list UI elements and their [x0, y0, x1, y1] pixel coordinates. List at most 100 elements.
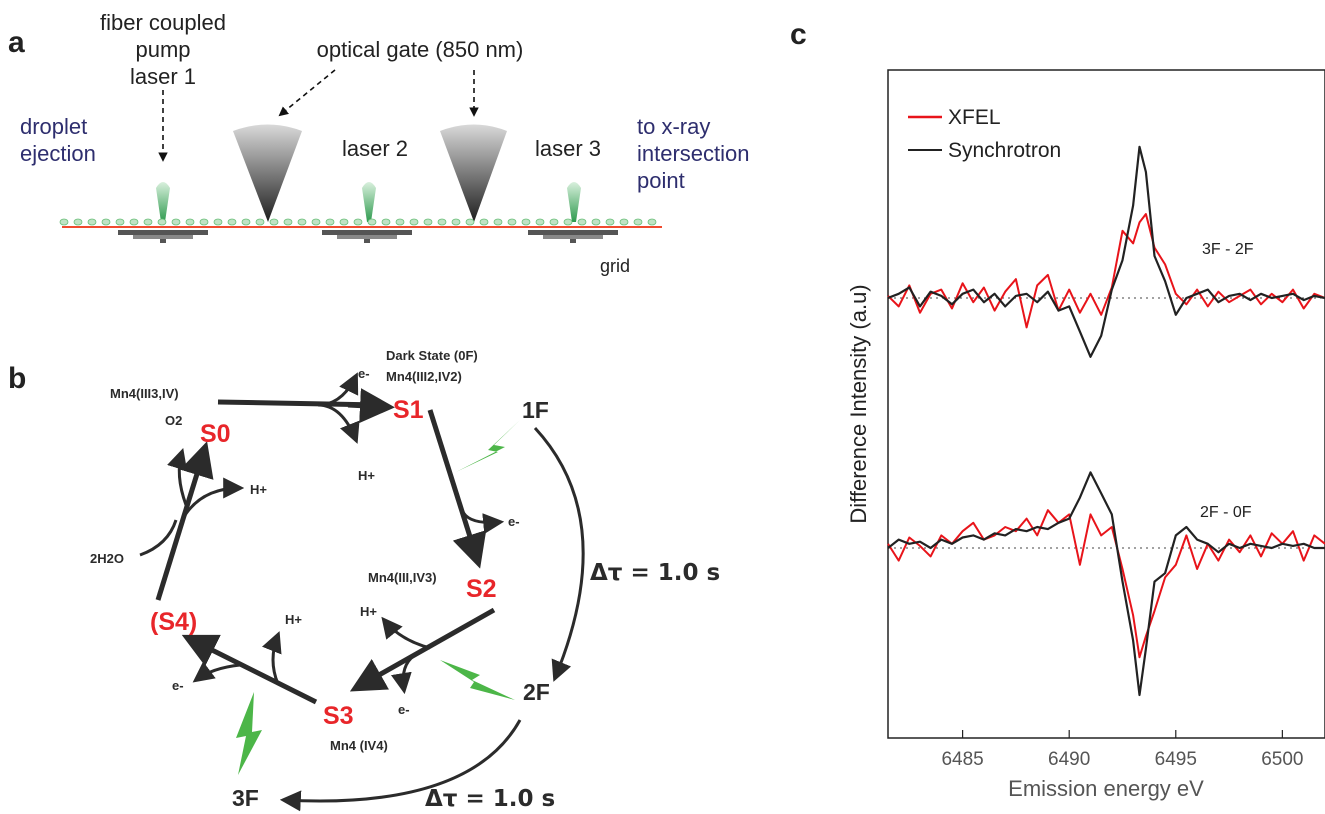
arrow-s4-s0-proton	[180, 477, 245, 521]
xray-label-line2: intersection	[637, 141, 750, 166]
arrow-s1-s2-electron	[460, 509, 505, 535]
droplet	[227, 218, 237, 226]
droplet	[633, 218, 643, 226]
flash-bolt-1	[456, 420, 520, 472]
droplet	[255, 218, 265, 226]
grid-holder-3	[528, 230, 618, 243]
droplet	[73, 218, 83, 226]
water-label: 2H2O	[90, 551, 124, 566]
droplet-label-line1: droplet	[20, 114, 87, 139]
gate-dashed-arrow-left	[278, 69, 336, 117]
grid-label: grid	[600, 256, 630, 276]
droplet	[101, 218, 111, 226]
trace-label-2f-0f: 2F - 0F	[1200, 504, 1252, 521]
arrow-s2-s3	[349, 607, 496, 692]
electron-label-s1-s2: e-	[508, 514, 520, 529]
droplet	[437, 218, 447, 226]
arrow-s0-s1-head	[347, 388, 395, 424]
droplet	[549, 218, 559, 226]
arrow-s4-s0	[155, 441, 214, 601]
proton-label-s3-s4: H+	[285, 612, 302, 627]
droplet-label-line2: ejection	[20, 141, 96, 166]
droplet	[129, 218, 139, 226]
droplet	[381, 218, 391, 226]
pump-laser-1	[156, 182, 170, 222]
series-synchrotron-trace-1	[887, 145, 1325, 358]
mn-s3-label: Mn4 (IV4)	[330, 738, 388, 753]
arrow-s0-s1-proton	[317, 403, 360, 444]
droplet	[367, 218, 377, 226]
pump-label-line1: fiber coupled	[100, 10, 226, 35]
droplet	[423, 218, 433, 226]
electron-label-s3-s4: e-	[172, 678, 184, 693]
droplet	[605, 218, 615, 226]
droplet	[171, 218, 181, 226]
state-s2: S2	[466, 575, 497, 603]
droplet	[479, 218, 489, 226]
droplet	[269, 218, 279, 226]
droplet	[465, 218, 475, 226]
arrow-s0-s1-electron	[317, 372, 359, 407]
droplet	[493, 218, 503, 226]
arrow-s3-s4-proton	[262, 631, 282, 685]
mn-s1-label: Mn4(III2,IV2)	[386, 369, 462, 384]
delay-label-2: Δτ = 1.0 s	[425, 786, 555, 812]
droplet	[157, 218, 167, 226]
grid-holder-1	[118, 230, 208, 243]
droplet	[409, 218, 419, 226]
proton-label-s2-s3: H+	[360, 604, 377, 619]
pump-label-line3: laser 1	[130, 64, 196, 89]
droplet	[241, 218, 251, 226]
droplet	[311, 218, 321, 226]
y-axis-label: Difference Intensity (a.u)	[846, 284, 871, 523]
trace-label-3f-2f: 3F - 2F	[1202, 241, 1254, 258]
droplet	[507, 218, 517, 226]
droplet	[283, 218, 293, 226]
droplet	[577, 218, 587, 226]
droplet	[591, 218, 601, 226]
droplet	[535, 218, 545, 226]
laser3-label: laser 3	[535, 136, 601, 161]
series-xfel-trace-2	[887, 509, 1325, 659]
panel-label-c: c	[790, 18, 807, 51]
droplet	[185, 218, 195, 226]
arrow-s2-s3-proton	[381, 616, 431, 650]
optical-gate-cone-2	[440, 124, 507, 222]
droplet	[619, 218, 629, 226]
panel-a-schematic: fiber coupled pump laser 1 optical gate …	[20, 10, 750, 276]
proton-label-s4-s0: H+	[250, 482, 267, 497]
x-axis-label: Emission energy eV	[1008, 776, 1204, 801]
grid-holder-2	[322, 230, 412, 243]
electron-label-s2-s3: e-	[398, 702, 410, 717]
delay-label-1: Δτ = 1.0 s	[590, 560, 720, 586]
droplet	[143, 218, 153, 226]
flash-1f: 1F	[522, 397, 549, 423]
state-s0: S0	[200, 420, 231, 448]
droplet-train	[59, 218, 657, 226]
x-tick-label: 6495	[1155, 749, 1197, 770]
droplet	[115, 218, 125, 226]
arc-2f-3f	[279, 719, 522, 812]
proton-label-s0-s1: H+	[358, 468, 375, 483]
optical-gate-label: optical gate (850 nm)	[317, 37, 524, 62]
droplet	[199, 218, 209, 226]
xray-label-line3: point	[637, 168, 685, 193]
arrow-s4-s0-oxygen	[167, 447, 188, 506]
arrow-s1-s2	[427, 409, 487, 569]
droplet	[59, 218, 69, 226]
droplet	[325, 218, 335, 226]
pump-laser-2	[362, 182, 376, 222]
droplet	[563, 218, 573, 226]
legend: XFEL Synchrotron	[908, 106, 1061, 162]
x-tick-label: 6490	[1048, 749, 1090, 770]
electron-label-s0-s1: e-	[358, 366, 370, 381]
pump-label-line2: pump	[135, 37, 190, 62]
panel-b-kok-cycle: S0 S1 S2 S3 (S4) 1F 2F 3F Δτ = 1.0 s Δτ …	[90, 348, 720, 812]
optical-gate-cone-1	[233, 124, 302, 222]
droplet	[647, 218, 657, 226]
arc-1f-2f	[533, 426, 585, 682]
panel-label-a: a	[8, 26, 25, 59]
arrow-s3-s4-electron	[192, 661, 241, 683]
flash-3f: 3F	[232, 785, 259, 811]
